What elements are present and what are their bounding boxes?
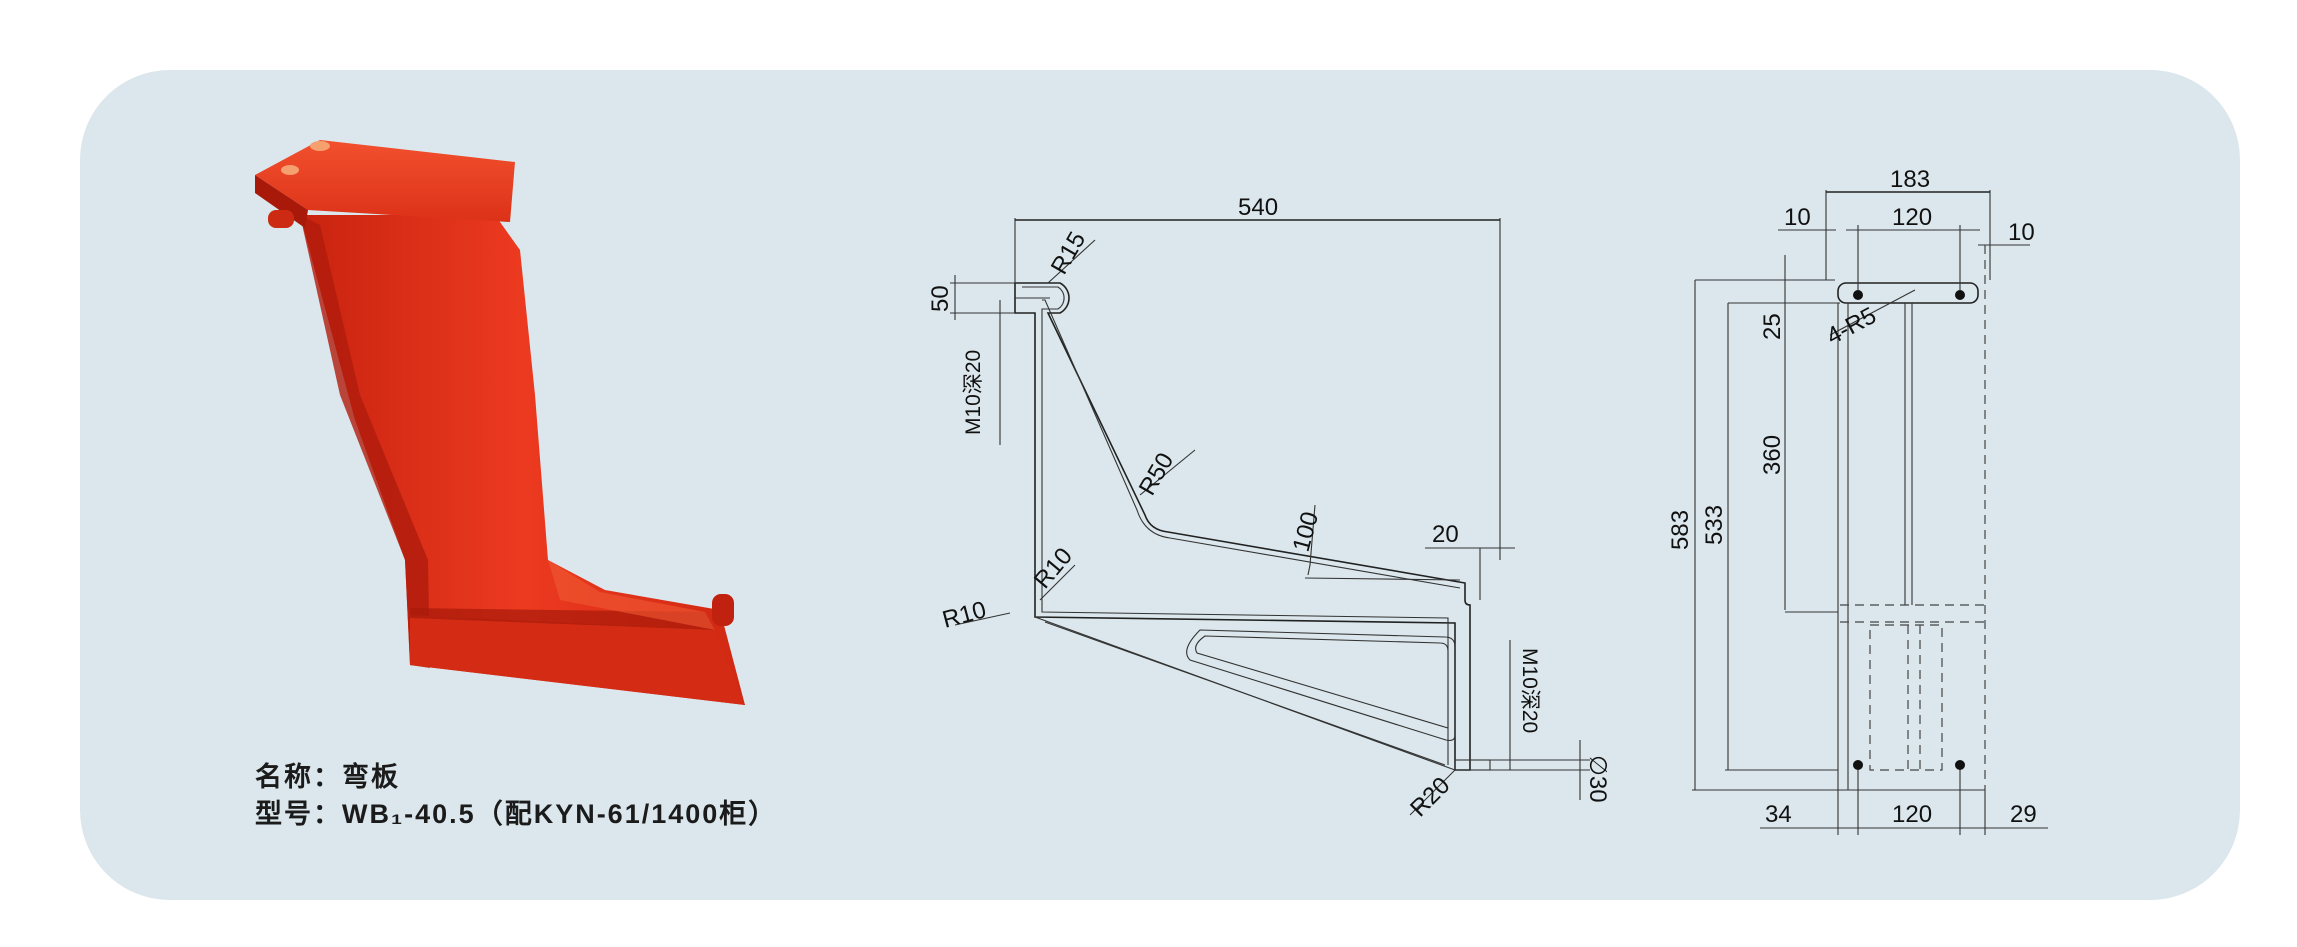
dim-29: 29	[2010, 801, 2037, 828]
radius-r50: R50	[1134, 448, 1179, 500]
product-name: 名称：弯板	[255, 762, 400, 792]
dim-34: 34	[1765, 801, 1792, 828]
radius-r10-corner: R10	[940, 596, 990, 633]
product-model: 型号：WB₁-40.5（配KYN-61/1400柜）	[255, 799, 778, 829]
side-view: 540 50 R15 M10深20 R50 100 20 R10 R10 M10…	[927, 194, 1611, 822]
hole-4-r5-label: 4-R5	[1822, 302, 1881, 350]
hole-bottom-right	[1955, 760, 1965, 770]
hole-bottom-label: M10深20	[1518, 648, 1541, 733]
radius-r20: R20	[1405, 772, 1455, 822]
dim-583: 583	[1667, 510, 1694, 550]
dim-360: 360	[1759, 435, 1786, 475]
hole-top-left	[1853, 290, 1863, 300]
dim-533: 533	[1701, 505, 1728, 545]
dim-183: 183	[1890, 166, 1930, 193]
dim-diameter-30: ∅30	[1584, 755, 1611, 803]
dim-120-top: 120	[1892, 204, 1932, 231]
radius-r10-inner: R10	[1029, 543, 1078, 594]
hole-top-label: M10深20	[962, 350, 985, 435]
hole-bottom-left	[1853, 760, 1863, 770]
dim-10-left: 10	[1784, 204, 1811, 231]
radius-r15: R15	[1046, 227, 1091, 279]
dim-540: 540	[1238, 194, 1278, 221]
dim-25: 25	[1759, 313, 1786, 340]
hole-top-right	[1955, 290, 1965, 300]
dim-10-right: 10	[2008, 219, 2035, 246]
product-photo	[255, 140, 745, 705]
dim-20: 20	[1432, 521, 1459, 548]
dim-50: 50	[927, 285, 954, 312]
dim-100: 100	[1288, 509, 1324, 555]
front-view: 183 10 120 10 4-R5 25 360 583 533 34 120…	[1667, 166, 2048, 835]
dim-120-bottom: 120	[1892, 801, 1932, 828]
